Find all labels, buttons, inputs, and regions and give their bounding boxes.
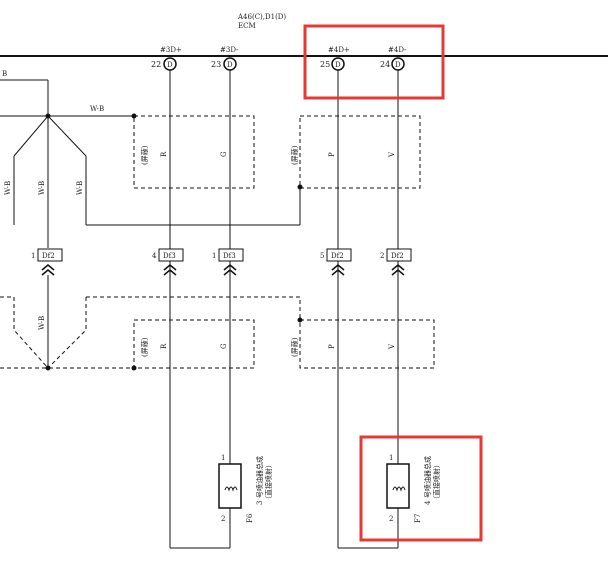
- ecm-connector-label: A46(C),D1(D): [237, 13, 286, 21]
- pin-number: 25: [320, 60, 330, 69]
- pin-signal-label: #4D-: [388, 46, 407, 54]
- wire-color-label: R: [160, 343, 168, 349]
- connector-name: Df2: [42, 252, 55, 260]
- pin-signal-label: #3D-: [220, 46, 239, 54]
- connector-box: [37, 248, 63, 262]
- injector-number: 4: [424, 500, 432, 505]
- shield-drain-dashed: [0, 297, 134, 369]
- wire-label-wb: W-B: [38, 316, 46, 330]
- connector-name: Df2: [391, 252, 404, 260]
- pin-connector-letter: D: [227, 61, 233, 69]
- wire-branch: [13, 115, 49, 157]
- highlight-box-injector-4: [359, 435, 483, 542]
- connector-box: [326, 248, 352, 262]
- connector-pin: 4: [152, 252, 157, 260]
- connector-name: Df3: [223, 252, 236, 260]
- connector-df2-1: 1 Df2: [31, 248, 63, 276]
- connector-df2-5: 5 Df2: [320, 248, 352, 276]
- wire-branch: [47, 115, 87, 157]
- ecm-pin-24: #4D- 24 D: [380, 46, 407, 71]
- connector-pin: 2: [380, 252, 384, 260]
- connector-pin: 1: [31, 252, 35, 260]
- pin-connector-letter: D: [395, 61, 401, 69]
- connector-name: Df2: [331, 252, 344, 260]
- connector-pin: 1: [212, 252, 216, 260]
- shield-box: [299, 115, 421, 189]
- pin-connector-letter: D: [335, 61, 341, 69]
- injector-ref: F6: [246, 513, 254, 523]
- wire-color-label: G: [220, 151, 228, 157]
- connector-name: Df3: [163, 252, 176, 260]
- coil-icon: [392, 486, 406, 492]
- wire-label-wb: W-B: [4, 181, 12, 195]
- wire-color-label: P: [328, 344, 336, 349]
- injector-note: （直接喷射）: [432, 461, 441, 503]
- injector-note: （直接喷射）: [264, 461, 273, 503]
- wire-color-label: V: [388, 151, 396, 158]
- injector-pin: 1: [389, 454, 393, 462]
- junction-dot: [297, 184, 303, 190]
- pin-number: 24: [380, 60, 390, 69]
- ecm-pin-25: #4D+ 25 D: [320, 46, 350, 71]
- connector-df3-4: 4 Df3: [152, 248, 184, 276]
- shield-label: (屏蔽): [140, 145, 149, 165]
- injector-3: 1 2 F6 3 号喷油器总成 （直接喷射）: [218, 454, 273, 523]
- injector-name: 号喷油器总成: [255, 456, 264, 498]
- shield-box: [133, 319, 255, 369]
- junction-dot: [45, 365, 51, 371]
- connector-arrow-icon: [391, 264, 405, 276]
- connector-df3-1: 1 Df3: [212, 248, 244, 276]
- injector-number: 3: [256, 501, 264, 505]
- injector-pin: 2: [389, 515, 393, 523]
- wire-color-label: G: [220, 343, 228, 349]
- connector-arrow-icon: [223, 264, 237, 276]
- highlight-box-ecm-pins: [303, 24, 445, 100]
- ecm-pin-23: #3D- 23 D: [211, 46, 239, 71]
- connector-box: [386, 248, 412, 262]
- connector-arrow-icon: [41, 264, 55, 276]
- ecm-unit-label: ECM: [238, 22, 256, 30]
- wire-tag-b: B: [2, 70, 7, 78]
- injector-4: 1 2 F7 4 号喷油器总成 （直接喷射）: [386, 454, 441, 523]
- pin-connector-letter: D: [167, 61, 173, 69]
- wire-color-label: R: [160, 151, 168, 157]
- wire-label-wb: W-B: [90, 105, 104, 113]
- pin-number: 22: [151, 60, 161, 69]
- injector-ref: F7: [414, 514, 422, 523]
- connector-arrow-icon: [163, 264, 177, 276]
- wire-label-wb: W-B: [38, 181, 46, 195]
- pin-number: 23: [211, 60, 221, 69]
- connector-box: [158, 248, 184, 262]
- wire-color-label: V: [388, 343, 396, 350]
- connector-box: [218, 248, 244, 262]
- connector-arrow-icon: [331, 264, 345, 276]
- shield-label: (屏蔽): [290, 145, 299, 165]
- injector-body: [386, 463, 410, 509]
- wire-color-label: P: [328, 152, 336, 157]
- injector-name: 号喷油器总成: [423, 456, 432, 498]
- shield-label: (屏蔽): [140, 337, 149, 357]
- injector-body: [218, 463, 242, 509]
- wire-label-wb: W-B: [76, 181, 84, 195]
- connector-pin: 5: [320, 252, 324, 260]
- shield-label: (屏蔽): [290, 337, 299, 357]
- shield-box: [133, 115, 255, 189]
- ecm-pin-22: #3D+ 22 D: [151, 46, 182, 71]
- pin-signal-label: #4D+: [328, 46, 350, 54]
- connector-df2-2: 2 Df2: [380, 248, 412, 276]
- coil-icon: [224, 486, 238, 492]
- shield-drain-dashed: [0, 296, 301, 369]
- pin-signal-label: #3D+: [160, 46, 182, 54]
- injector-pin: 1: [221, 454, 225, 462]
- injector-pin: 2: [221, 515, 225, 523]
- shield-box: [299, 319, 435, 369]
